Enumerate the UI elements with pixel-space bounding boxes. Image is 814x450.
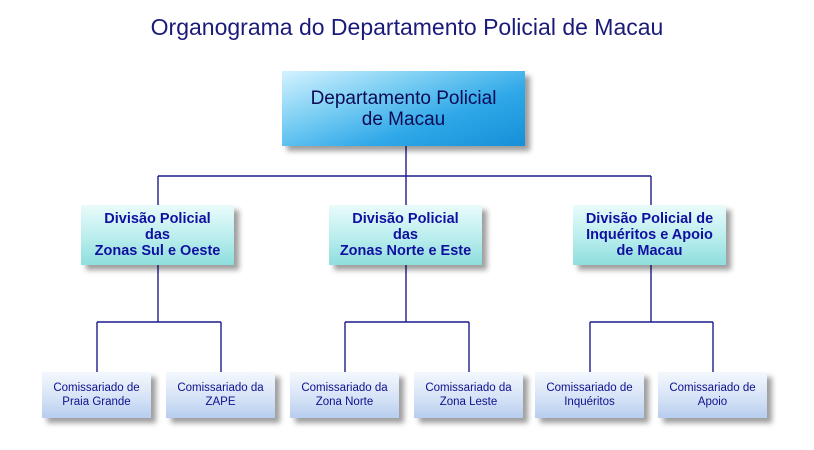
node-comissariado-zape-label: Comissariado da ZAPE	[177, 382, 264, 408]
node-comissariado-praia-grande-label: Comissariado de Praia Grande	[53, 382, 140, 408]
node-departamento: Departamento Policial de Macau	[282, 71, 525, 146]
node-comissariado-zona-norte-label: Comissariado da Zona Norte	[301, 382, 388, 408]
node-division-sul-oeste: Divisão Policial das Zonas Sul e Oeste	[81, 205, 234, 265]
chart-title: Organograma do Departamento Policial de …	[150, 14, 664, 40]
node-comissariado-apoio: Comissariado de Apoio	[658, 372, 767, 418]
node-comissariado-apoio-label: Comissariado de Apoio	[669, 382, 756, 408]
node-division-norte-este-label: Divisão Policial das Zonas Norte e Este	[339, 211, 472, 259]
node-departamento-label: Departamento Policial de Macau	[310, 87, 497, 130]
node-division-sul-oeste-label: Divisão Policial das Zonas Sul e Oeste	[94, 211, 221, 259]
node-comissariado-inqueritos-label: Comissariado de Inquéritos	[546, 382, 633, 408]
node-comissariado-praia-grande: Comissariado de Praia Grande	[42, 372, 151, 418]
node-comissariado-zona-norte: Comissariado da Zona Norte	[290, 372, 399, 418]
node-division-norte-este: Divisão Policial das Zonas Norte e Este	[329, 205, 482, 265]
node-comissariado-inqueritos: Comissariado de Inquéritos	[535, 372, 644, 418]
node-division-inqueritos-apoio: Divisão Policial de Inquéritos e Apoio d…	[573, 205, 726, 265]
node-division-inqueritos-apoio-label: Divisão Policial de Inquéritos e Apoio d…	[585, 211, 714, 259]
node-comissariado-zona-leste-label: Comissariado da Zona Leste	[425, 382, 512, 408]
node-comissariado-zona-leste: Comissariado da Zona Leste	[414, 372, 523, 418]
node-comissariado-zape: Comissariado da ZAPE	[166, 372, 275, 418]
